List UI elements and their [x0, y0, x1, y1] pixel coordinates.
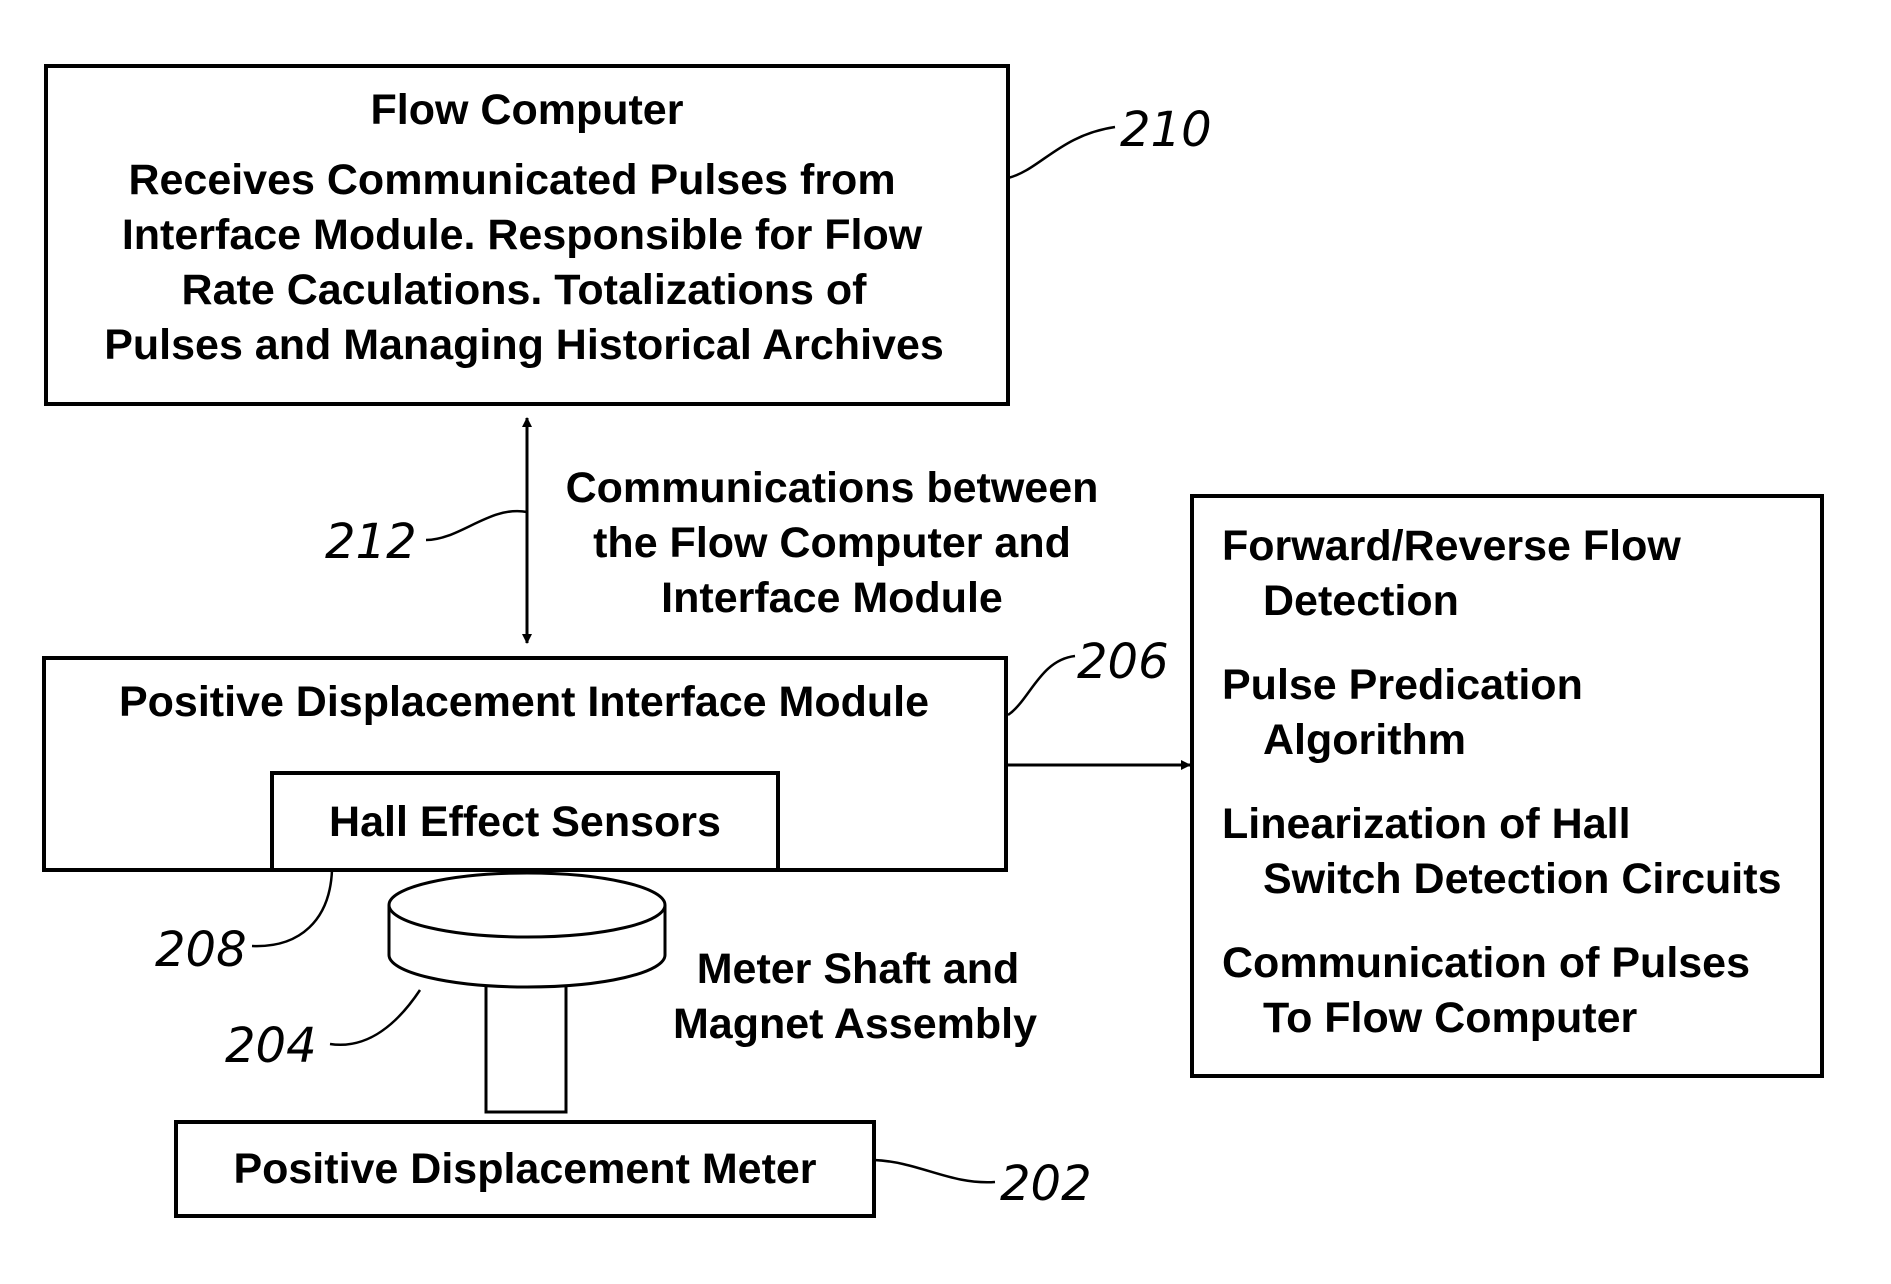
communications-line-3: Interface Module [661, 574, 1003, 622]
magnet-assembly-line-2: Magnet Assembly [673, 1000, 1037, 1048]
interface-module-title: Positive Displacement Interface Module [119, 678, 929, 726]
flow-computer-desc-line-4: Pulses and Managing Historical Archives [104, 321, 944, 369]
flow-computer-desc-line-3: Rate Caculations. Totalizations of [182, 266, 868, 314]
function-2-line-2: Algorithm [1263, 716, 1466, 764]
hall-effect-sensors-label: Hall Effect Sensors [329, 798, 721, 846]
ref-212-leader [426, 511, 527, 540]
meter-label: Positive Displacement Meter [233, 1145, 816, 1193]
ref-204-leader [330, 990, 420, 1045]
ref-208-leader [252, 870, 332, 946]
ref-212-label: 212 [325, 514, 417, 570]
flow-computer-desc-line-1: Receives Communicated Pulses from [128, 156, 895, 204]
function-4-line-2: To Flow Computer [1263, 994, 1637, 1042]
flow-computer-desc-line-2: Interface Module. Responsible for Flow [122, 211, 923, 259]
function-4-line-1: Communication of Pulses [1222, 939, 1750, 987]
interface-module-block: Positive Displacement Interface Module H… [44, 658, 1006, 870]
ref-204-label: 204 [225, 1018, 317, 1074]
magnet-assembly-drawing [389, 873, 665, 1112]
flow-computer-block: Flow Computer Receives Communicated Puls… [46, 66, 1008, 404]
ref-208-label: 208 [155, 922, 247, 978]
magnet-disc-top [389, 873, 665, 937]
communications-line-2: the Flow Computer and [593, 519, 1071, 567]
ref-210-leader [1008, 127, 1115, 178]
function-1-line-2: Detection [1263, 577, 1459, 625]
magnet-assembly-line-1: Meter Shaft and [697, 945, 1020, 993]
ref-206-label: 206 [1077, 634, 1169, 690]
ref-202-leader [874, 1160, 995, 1182]
ref-210-label: 210 [1120, 102, 1212, 158]
functions-block: Forward/Reverse Flow Detection Pulse Pre… [1192, 496, 1822, 1076]
meter-shaft [486, 970, 566, 1112]
function-1-line-1: Forward/Reverse Flow [1222, 522, 1681, 570]
function-3-line-1: Linearization of Hall [1222, 800, 1631, 848]
ref-202-label: 202 [1000, 1156, 1092, 1212]
communications-line-1: Communications between [566, 464, 1099, 512]
flow-computer-title: Flow Computer [371, 86, 684, 134]
function-3-line-2: Switch Detection Circuits [1263, 855, 1781, 903]
ref-206-leader [1008, 656, 1075, 715]
function-2-line-1: Pulse Predication [1222, 661, 1583, 709]
